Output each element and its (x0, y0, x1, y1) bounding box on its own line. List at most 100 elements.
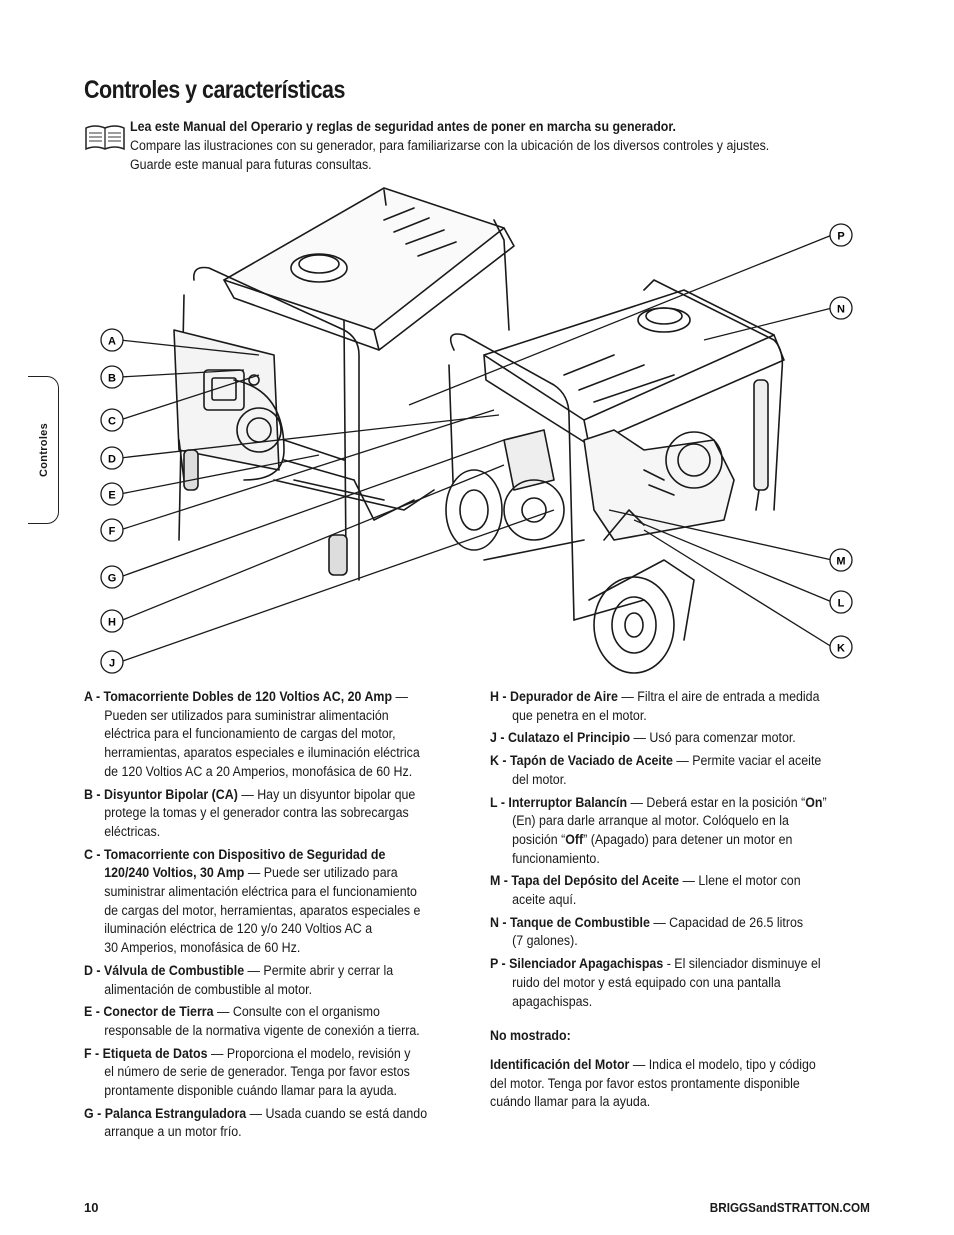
callout-label-b: B (108, 373, 116, 385)
entry-a: A - Tomacorriente Dobles de 120 Voltios … (84, 688, 466, 782)
entry-m: M - Tapa del Depósito del Aceite — Llene… (490, 872, 872, 909)
callout-label-a: A (108, 336, 116, 348)
intro-warning: Lea este Manual del Operario y reglas de… (130, 119, 676, 134)
entry-term: B - Disyuntor Bipolar (CA) (84, 786, 238, 802)
entry-text: — Capacidad de 26.5 litros (649, 914, 804, 930)
entry-text: — Deberá estar en la posición “ (627, 794, 806, 810)
callout-label-n: N (837, 304, 845, 316)
entry-term: P - Silenciador Apagachispas (490, 956, 664, 972)
entry-line: (7 galones). (512, 933, 578, 949)
side-tab-label: Controles (38, 422, 50, 478)
callout-label-p: P (837, 231, 844, 243)
entry-line: aceite aquí. (512, 892, 577, 908)
intro-line: Compare las ilustraciones con su generad… (130, 138, 770, 153)
entry-text: posición “ (512, 831, 566, 847)
entry-line: del motor. (512, 771, 567, 787)
callout-label-d: D (108, 454, 116, 466)
entry-term: G - Palanca Estranguladora (84, 1105, 247, 1121)
entry-text: - El silenciador disminuye el (663, 956, 821, 972)
entry-line: suministrar alimentación eléctrica para … (104, 884, 417, 900)
entry-text: — Indica el modelo, tipo y código (629, 1056, 816, 1072)
entry-text: — Permite vaciar el aceite (672, 753, 822, 769)
not-shown-heading-block: No mostrado: (490, 1027, 872, 1046)
entry-l: L - Interruptor Balancín — Deberá estar … (490, 794, 872, 869)
entry-text: — Consulte con el organismo (213, 1004, 380, 1020)
intro-line: Guarde este manual para futuras consulta… (130, 157, 372, 172)
entry-term: Identificación del Motor (490, 1056, 630, 1072)
callout-label-l: L (838, 598, 845, 610)
entry-line: 30 Amperios, monofásica de 60 Hz. (104, 940, 301, 956)
callout-label-e: E (108, 490, 115, 502)
entry-line: Pueden ser utilizados para suministrar a… (104, 707, 389, 723)
entry-text: — Usada cuando se está dando (246, 1105, 428, 1121)
entry-line: responsable de la normativa vigente de c… (104, 1022, 420, 1038)
entry-text: — Hay un disyuntor bipolar que (237, 786, 416, 802)
entry-text: — Permite abrir y cerrar la (244, 962, 394, 978)
entry-h: H - Depurador de Aire — Filtra el aire d… (490, 688, 872, 725)
entry-line: ruido del motor y está equipado con una … (512, 974, 781, 990)
entry-line: herramientas, aparatos especiales e ilum… (104, 745, 420, 761)
generator-illustration: A B C D E F G H J P N M L K (100, 187, 853, 674)
entry-line: alimentación de combustible al motor. (104, 981, 313, 997)
entry-line: iluminación eléctrica de 120 y/o 240 Vol… (104, 921, 373, 937)
callout-label-j: J (109, 658, 115, 670)
page-number: 10 (84, 1200, 99, 1215)
entry-term: D - Válvula de Combustible (84, 962, 245, 978)
entry-line: de cargas del motor, herramientas, apara… (104, 902, 421, 918)
section-side-tab (28, 376, 59, 524)
entry-term: J - Culatazo el Principio (490, 730, 631, 746)
entry-term: K - Tapón de Vaciado de Aceite (490, 753, 673, 769)
callout-label-h: H (108, 617, 116, 629)
intro-text: Lea este Manual del Operario y reglas de… (130, 117, 890, 174)
entry-text: ” (822, 794, 827, 810)
left-column: A - Tomacorriente Dobles de 120 Voltios … (84, 688, 469, 1146)
entry-line: eléctricas. (104, 823, 161, 839)
entry-c: C - Tomacorriente con Dispositivo de Seg… (84, 846, 466, 958)
entry-line: que penetra en el motor. (512, 707, 647, 723)
callout-label-f: F (109, 526, 116, 538)
entry-text: — Puede ser utilizado para (244, 865, 398, 881)
entry-text: — (392, 689, 408, 704)
rear-generator-drawing (173, 187, 515, 581)
front-generator-drawing (445, 279, 785, 674)
entry-term: F - Etiqueta de Datos (84, 1045, 208, 1061)
callout-label-k: K (837, 643, 845, 655)
entry-line: del motor. Tenga por favor estos prontam… (490, 1075, 800, 1091)
entry-text: — Llene el motor con (679, 873, 801, 889)
entry-term: C - Tomacorriente con Dispositivo de Seg… (84, 846, 386, 862)
entry-line: apagachispas. (512, 993, 593, 1009)
callout-markers: A B C D E F G H J P N M L K (100, 223, 853, 674)
callout-label-m: M (836, 556, 845, 568)
entry-text: — Filtra el aire de entrada a medida (617, 689, 820, 704)
entry-term: M - Tapa del Depósito del Aceite (490, 873, 680, 889)
entry-d: D - Válvula de Combustible — Permite abr… (84, 962, 466, 999)
page-title: Controles y características (84, 76, 345, 104)
entry-line: protege la tomas y el generador contra l… (104, 805, 409, 821)
entry-n: N - Tanque de Combustible — Capacidad de… (490, 914, 872, 951)
callout-label-g: G (108, 573, 117, 585)
entry-p: P - Silenciador Apagachispas - El silenc… (490, 955, 872, 1011)
entry-engine-id: Identificación del Motor — Indica el mod… (490, 1056, 872, 1112)
entry-line: funcionamiento. (512, 850, 600, 866)
entry-term: 120/240 Voltios, 30 Amp (104, 865, 245, 881)
website-url: BRIGGSandSTRATTON.COM (709, 1200, 870, 1215)
manual-book-icon (85, 125, 125, 151)
callout-label-c: C (108, 416, 116, 428)
entry-line: el número de serie de generador. Tenga p… (104, 1064, 410, 1080)
entry-text: — Proporciona el modelo, revisión y (207, 1045, 411, 1061)
entry-j: J - Culatazo el Principio — Usó para com… (490, 729, 872, 748)
entry-f: F - Etiqueta de Datos — Proporciona el m… (84, 1045, 466, 1101)
entry-text: — Usó para comenzar motor. (630, 730, 796, 746)
entry-line: prontamente disponible cuándo llamar par… (104, 1083, 398, 1099)
entry-term: A - Tomacorriente Dobles de 120 Voltios … (84, 689, 393, 704)
entry-e: E - Conector de Tierra — Consulte con el… (84, 1003, 466, 1040)
on-label: On (805, 794, 823, 810)
entry-line: arranque a un motor frío. (104, 1124, 242, 1140)
entry-b: B - Disyuntor Bipolar (CA) — Hay un disy… (84, 786, 466, 842)
entry-term: N - Tanque de Combustible (490, 914, 650, 930)
entry-term: H - Depurador de Aire (490, 689, 618, 704)
entry-k: K - Tapón de Vaciado de Aceite — Permite… (490, 752, 872, 789)
not-shown-heading: No mostrado: (490, 1028, 571, 1044)
entry-line: eléctrica para el funcionamiento de carg… (104, 726, 396, 742)
entry-term: E - Conector de Tierra (84, 1004, 214, 1020)
